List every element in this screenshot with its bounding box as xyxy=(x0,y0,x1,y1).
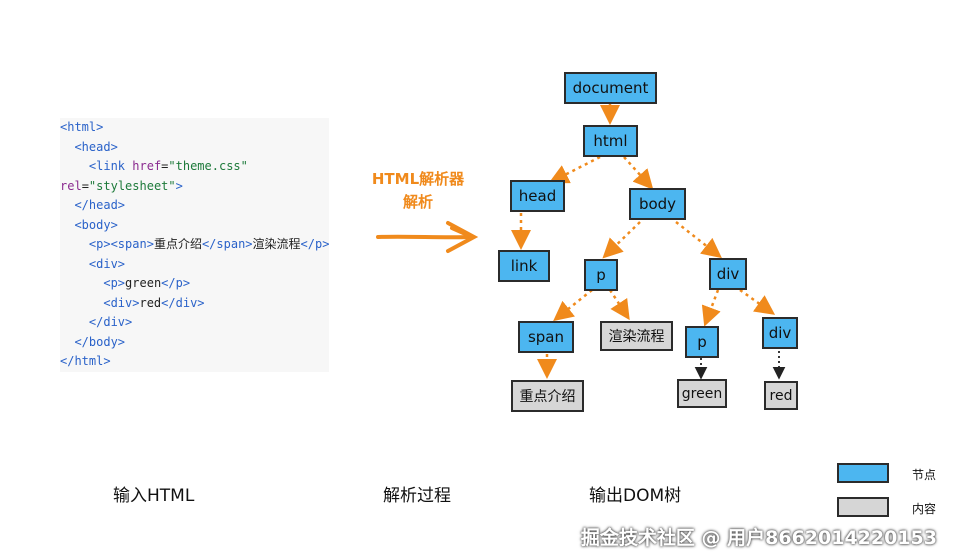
code-token: <div> xyxy=(88,256,126,271)
html-source-code: <html> <head> <link href="theme.css"rel=… xyxy=(60,118,330,372)
code-token: rel xyxy=(60,178,82,193)
edge-body-div xyxy=(675,221,722,259)
code-line: </head> xyxy=(60,196,329,216)
legend-content-label: 内容 xyxy=(912,502,937,516)
caption-parse-process: 解析过程 xyxy=(383,486,451,506)
code-line: <html> xyxy=(60,118,329,138)
code-token: "stylesheet" xyxy=(88,178,176,193)
code-token: <div> xyxy=(103,295,140,310)
code-line: </div> xyxy=(60,313,329,333)
code-token: </span> xyxy=(201,237,253,251)
node-p: p xyxy=(584,259,618,291)
code-line: </body> xyxy=(60,333,329,353)
code-line: <head> xyxy=(60,138,329,158)
code-line: </html> xyxy=(60,352,329,372)
legend-content-swatch xyxy=(837,497,889,517)
code-token: red xyxy=(139,295,162,310)
code-line: rel="stylesheet"> xyxy=(60,177,329,197)
node-head: head xyxy=(510,180,565,212)
code-token: <link xyxy=(88,159,133,173)
code-token: <p> xyxy=(103,276,126,290)
code-token: </p> xyxy=(161,276,191,290)
parser-arrow xyxy=(376,221,479,253)
edge-p-text xyxy=(608,289,630,321)
node-p-child: p xyxy=(685,326,719,358)
code-token: </p> xyxy=(300,237,330,251)
code-line: <div> xyxy=(60,255,329,275)
parser-label-line2: 解析 xyxy=(402,193,433,211)
parser-label-line1: HTML解析器 xyxy=(371,170,465,188)
legend-node-label: 节点 xyxy=(912,468,937,482)
node-div: div xyxy=(709,258,747,290)
edge-div-div xyxy=(739,288,776,315)
node-link: link xyxy=(498,250,550,282)
watermark: 掘金技术社区 @ 用户8662014220153 xyxy=(580,527,937,549)
content-render-flow: 渲染流程 xyxy=(600,321,673,351)
code-token: = xyxy=(81,178,89,193)
code-token: green xyxy=(125,276,162,290)
legend-node-swatch xyxy=(837,463,889,483)
content-focus-intro: 重点介绍 xyxy=(511,380,584,412)
edge-body-p xyxy=(602,221,641,259)
code-token: <html> xyxy=(60,120,104,134)
content-red: red xyxy=(764,381,798,410)
code-token: <p><span> xyxy=(88,237,154,251)
parser-label: HTML解析器 解析 xyxy=(358,168,478,212)
code-token: > xyxy=(175,178,183,193)
code-token: </head> xyxy=(74,198,126,212)
code-line: <link href="theme.css" xyxy=(60,157,329,177)
node-span: span xyxy=(518,321,574,353)
code-line: <body> xyxy=(60,216,329,236)
code-token: <body> xyxy=(74,217,118,232)
code-token: <head> xyxy=(74,139,118,154)
code-token: = xyxy=(161,159,169,173)
code-token: </div> xyxy=(88,315,133,329)
node-div-child: div xyxy=(762,317,798,349)
code-token: 渲染流程 xyxy=(252,237,301,251)
code-token: 重点介绍 xyxy=(153,237,202,251)
code-token: </body> xyxy=(74,334,126,349)
code-token: href xyxy=(132,159,162,173)
code-token: "theme.css" xyxy=(168,159,248,173)
edge-p-span xyxy=(553,289,593,322)
node-html: html xyxy=(583,125,638,157)
content-green: green xyxy=(677,379,727,408)
code-token: </div> xyxy=(161,295,205,310)
caption-output-dom: 输出DOM树 xyxy=(589,486,682,506)
code-line: <p>green</p> xyxy=(60,274,329,294)
code-line: <p><span>重点介绍</span>渲染流程</p> xyxy=(60,235,330,255)
edge-html-body xyxy=(623,156,654,190)
node-body: body xyxy=(629,188,686,220)
node-document: document xyxy=(564,72,657,104)
edge-html-head xyxy=(548,155,601,184)
edge-div-p xyxy=(701,289,721,327)
code-line: <div>red</div> xyxy=(60,294,329,314)
code-token: </html> xyxy=(60,354,111,368)
caption-input-html: 输入HTML xyxy=(113,486,195,506)
